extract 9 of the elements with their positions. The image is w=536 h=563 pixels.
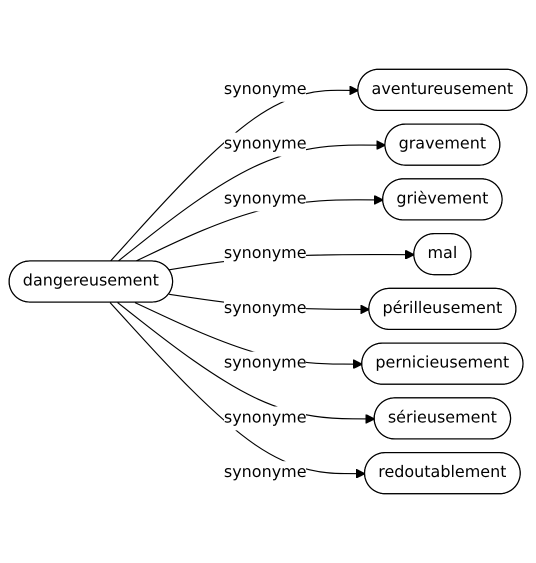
edge-label: synonyme (224, 299, 307, 318)
arrow (110, 85, 359, 262)
edge-label: synonyme (224, 190, 307, 208)
edge-label: synonyme (224, 408, 307, 427)
edge-label: synonyme (224, 80, 307, 98)
edge-label: synonyme (224, 134, 307, 154)
edge-label: synonyme (224, 463, 307, 482)
edge-label: synonyme (224, 354, 307, 372)
edge-label: synonyme (224, 244, 307, 263)
